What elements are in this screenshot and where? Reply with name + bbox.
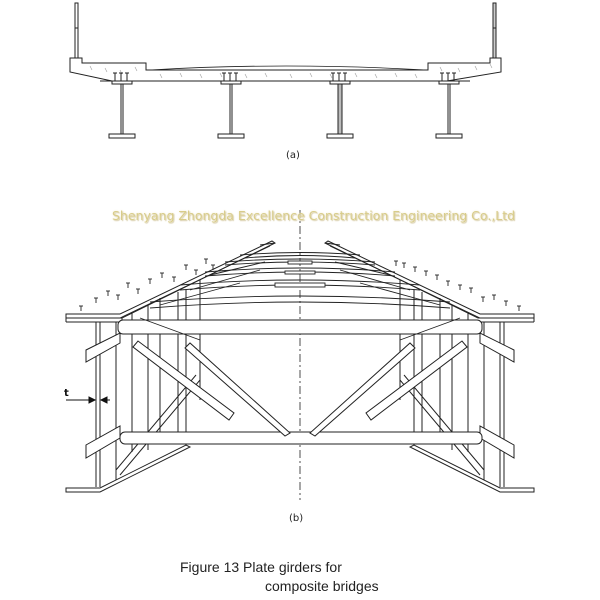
bottom-cross-beam [119, 431, 483, 445]
left-railing-post [74, 2, 79, 59]
right-top-flange [323, 240, 535, 319]
thickness-label-text: t [64, 388, 69, 399]
left-shear-studs [79, 258, 215, 311]
left-stiffener-lower [85, 425, 121, 459]
steel-girder-4 [435, 72, 463, 139]
right-shear-studs [394, 260, 521, 311]
right-stiffener-upper [479, 332, 515, 363]
panel-b-isometric [65, 210, 535, 500]
top-cross-beam [117, 319, 483, 335]
panel-b-label: (b) [289, 513, 304, 524]
diagonal-braces [132, 340, 468, 437]
caption-line-1: Figure 13 Plate girders for [180, 559, 342, 575]
caption-line-2: composite bridges [265, 578, 379, 594]
left-stiffener-upper [85, 332, 121, 363]
watermark-text: Shenyang Zhongda Excellence Construction… [112, 208, 516, 223]
steel-girder-1 [108, 72, 136, 139]
receding-cross-frames [119, 242, 481, 341]
steel-girder-2 [217, 72, 245, 139]
panel-a-label: (a) [286, 150, 300, 161]
right-railing-post [492, 2, 497, 59]
right-bottom-flange [408, 444, 535, 493]
shear-studs [113, 72, 129, 81]
left-bottom-flange [65, 444, 192, 493]
thickness-dimension-label: t [64, 388, 69, 399]
steel-girder-3 [326, 72, 354, 139]
panel-a-cross-section [69, 2, 502, 139]
right-stiffener-lower [479, 425, 515, 459]
figure-caption: Figure 13 Plate girders for composite br… [180, 558, 379, 596]
concrete-deck-slab [69, 57, 502, 82]
